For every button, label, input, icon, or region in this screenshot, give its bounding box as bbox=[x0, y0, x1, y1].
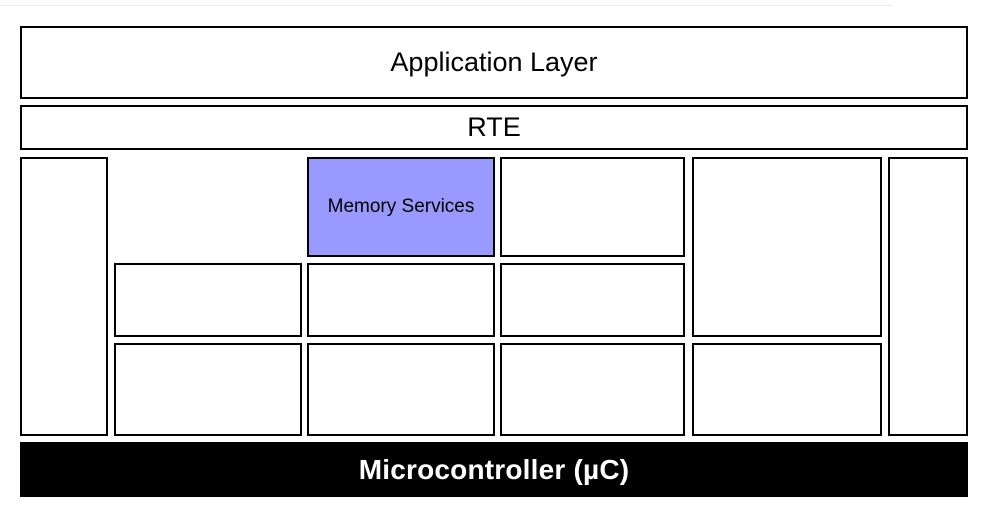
bsw-box-row3-col3 bbox=[307, 343, 495, 436]
bsw-box-memory-services: Memory Services bbox=[307, 157, 495, 257]
application-layer-box: Application Layer bbox=[20, 26, 968, 99]
bsw-box-row1-col4 bbox=[500, 157, 685, 257]
microcontroller-layer-box: Microcontroller (µC) bbox=[20, 442, 968, 497]
bsw-box-row3-col5 bbox=[692, 343, 882, 436]
bsw-box-memory-services-label: Memory Services bbox=[327, 195, 475, 217]
rte-layer-box: RTE bbox=[20, 105, 968, 150]
basic-software-region: Memory Services bbox=[20, 157, 968, 436]
bsw-box-row2-col2 bbox=[114, 263, 302, 337]
bsw-box-column-6-tall bbox=[888, 157, 968, 436]
bsw-box-row2-col3 bbox=[307, 263, 495, 337]
top-hairline-divider bbox=[0, 5, 892, 6]
rte-layer-label: RTE bbox=[467, 112, 521, 143]
application-layer-label: Application Layer bbox=[390, 47, 598, 78]
bsw-box-row2-col4 bbox=[500, 263, 685, 337]
bsw-box-row1-2-col5-tall bbox=[692, 157, 882, 337]
bsw-box-column-1-tall bbox=[20, 157, 108, 436]
microcontroller-layer-label: Microcontroller (µC) bbox=[358, 453, 630, 485]
bsw-box-row3-col4 bbox=[500, 343, 685, 436]
bsw-box-row3-col2 bbox=[114, 343, 302, 436]
